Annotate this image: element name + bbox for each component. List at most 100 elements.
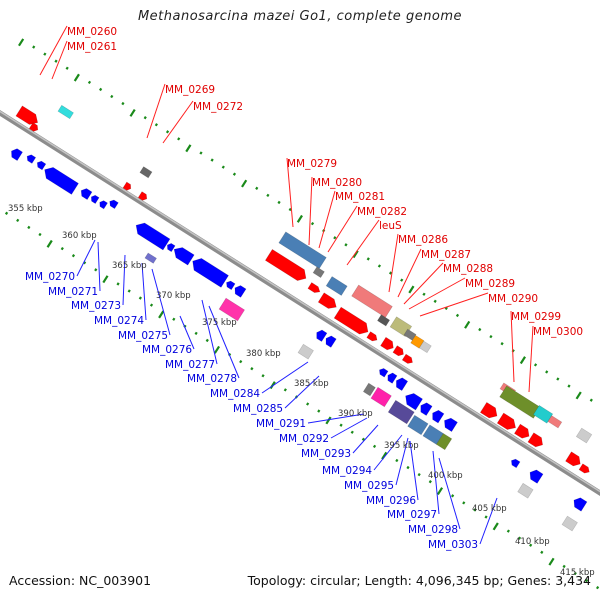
- inner-tick: [16, 218, 20, 223]
- outer-tick: [478, 327, 482, 332]
- inner-tick: [573, 571, 577, 576]
- reverse-gene: [167, 243, 176, 253]
- reverse-gene: [316, 329, 328, 342]
- label-leader: [409, 440, 419, 501]
- reverse-gene: [80, 188, 93, 201]
- outer-tick: [310, 221, 315, 226]
- feature-block: [499, 385, 541, 419]
- label-leader: [318, 190, 336, 249]
- reverse-gene: [420, 402, 433, 416]
- gene-label-reverse: MM_0291: [256, 418, 306, 430]
- gene-label-forward: MM_0272: [193, 101, 243, 113]
- gene-label-forward: MM_0300: [533, 326, 583, 338]
- gene-label-reverse: MM_0303: [428, 539, 478, 551]
- reverse-gene: [109, 199, 119, 210]
- label-leader: [151, 268, 171, 336]
- gene-label-forward: MM_0282: [357, 206, 407, 218]
- outer-tick: [32, 45, 36, 49]
- reverse-gene: [325, 335, 337, 348]
- label-leader: [208, 305, 240, 379]
- label-leader: [432, 450, 440, 515]
- forward-gene: [122, 181, 132, 191]
- label-leader: [308, 176, 313, 246]
- inner-tick: [306, 402, 310, 406]
- inner-tick: [517, 536, 522, 540]
- outer-tick: [110, 94, 114, 99]
- forward-gene: [392, 345, 404, 357]
- outer-tick: [154, 123, 158, 127]
- outer-tick: [333, 236, 337, 240]
- inner-tick: [492, 522, 499, 531]
- inner-tick: [205, 338, 209, 343]
- feature-track: [11, 104, 593, 532]
- inner-tick: [71, 254, 76, 258]
- forward-gene: [28, 122, 39, 132]
- label-leader: [327, 205, 358, 253]
- gene-label-reverse: MM_0277: [165, 359, 215, 371]
- feature-block: [419, 340, 432, 354]
- outer-tick: [575, 391, 582, 400]
- feature-block: [362, 382, 376, 397]
- feature-block: [297, 343, 314, 360]
- gene-label-reverse: MM_0292: [279, 433, 329, 445]
- forward-gene: [366, 331, 378, 342]
- genome-backbone: [0, 110, 600, 496]
- gene-label-reverse: MM_0296: [366, 495, 416, 507]
- feature-block: [325, 276, 348, 296]
- forward-gene: [15, 105, 39, 125]
- feature-block: [57, 104, 74, 120]
- gene-label-forward: MM_0286: [398, 234, 448, 246]
- feature-block: [312, 266, 325, 279]
- outer-tick: [408, 285, 415, 294]
- outer-tick: [464, 320, 471, 329]
- inner-tick: [127, 289, 131, 293]
- label-leader: [397, 248, 422, 298]
- forward-gene: [479, 401, 498, 419]
- reverse-gene: [26, 154, 37, 164]
- outer-tick: [388, 271, 393, 275]
- inner-tick: [83, 261, 87, 265]
- outer-tick: [232, 172, 237, 176]
- outer-tick: [177, 137, 181, 141]
- outer-tick: [533, 363, 538, 367]
- outer-tick: [296, 214, 303, 223]
- inner-tick: [395, 458, 399, 463]
- inner-tick: [473, 508, 477, 512]
- scale-label: 415 kbp: [560, 568, 595, 578]
- reverse-gene: [226, 280, 236, 291]
- feature-block: [532, 404, 554, 424]
- scale-label: 410 kbp: [515, 537, 550, 547]
- forward-gene: [264, 248, 307, 281]
- outer-tick: [422, 292, 426, 296]
- scale-label: 380 kbp: [246, 349, 281, 359]
- feature-block: [517, 482, 534, 499]
- reverse-gene: [36, 160, 47, 171]
- inner-tick: [406, 465, 410, 470]
- label-leader: [284, 375, 320, 409]
- reverse-gene: [379, 368, 389, 378]
- gene-label-forward: MM_0280: [312, 177, 362, 189]
- inner-tick: [325, 416, 332, 425]
- scale-label: 355 kbp: [8, 204, 43, 214]
- forward-gene: [307, 282, 321, 293]
- feature-block: [387, 399, 415, 425]
- outer-tick: [277, 200, 281, 205]
- scale-label: 395 kbp: [384, 441, 419, 451]
- reverse-gene: [44, 167, 79, 195]
- outer-tick: [288, 207, 292, 212]
- topology-text: Topology: circular; Length: 4,096,345 bp…: [247, 573, 591, 588]
- reverse-gene: [573, 497, 588, 512]
- gene-label-forward: MM_0261: [67, 41, 117, 53]
- scale-label: 390 kbp: [338, 409, 373, 419]
- outer-tick: [500, 342, 504, 346]
- reverse-gene: [444, 417, 458, 432]
- gene-label-forward: MM_0279: [287, 158, 337, 170]
- label-leader: [479, 497, 498, 545]
- inner-tick: [562, 564, 566, 569]
- label-leader: [510, 310, 515, 383]
- label-leader: [146, 83, 166, 139]
- reverse-gene: [234, 285, 247, 298]
- label-leader: [346, 219, 380, 266]
- inner-tick: [4, 211, 9, 215]
